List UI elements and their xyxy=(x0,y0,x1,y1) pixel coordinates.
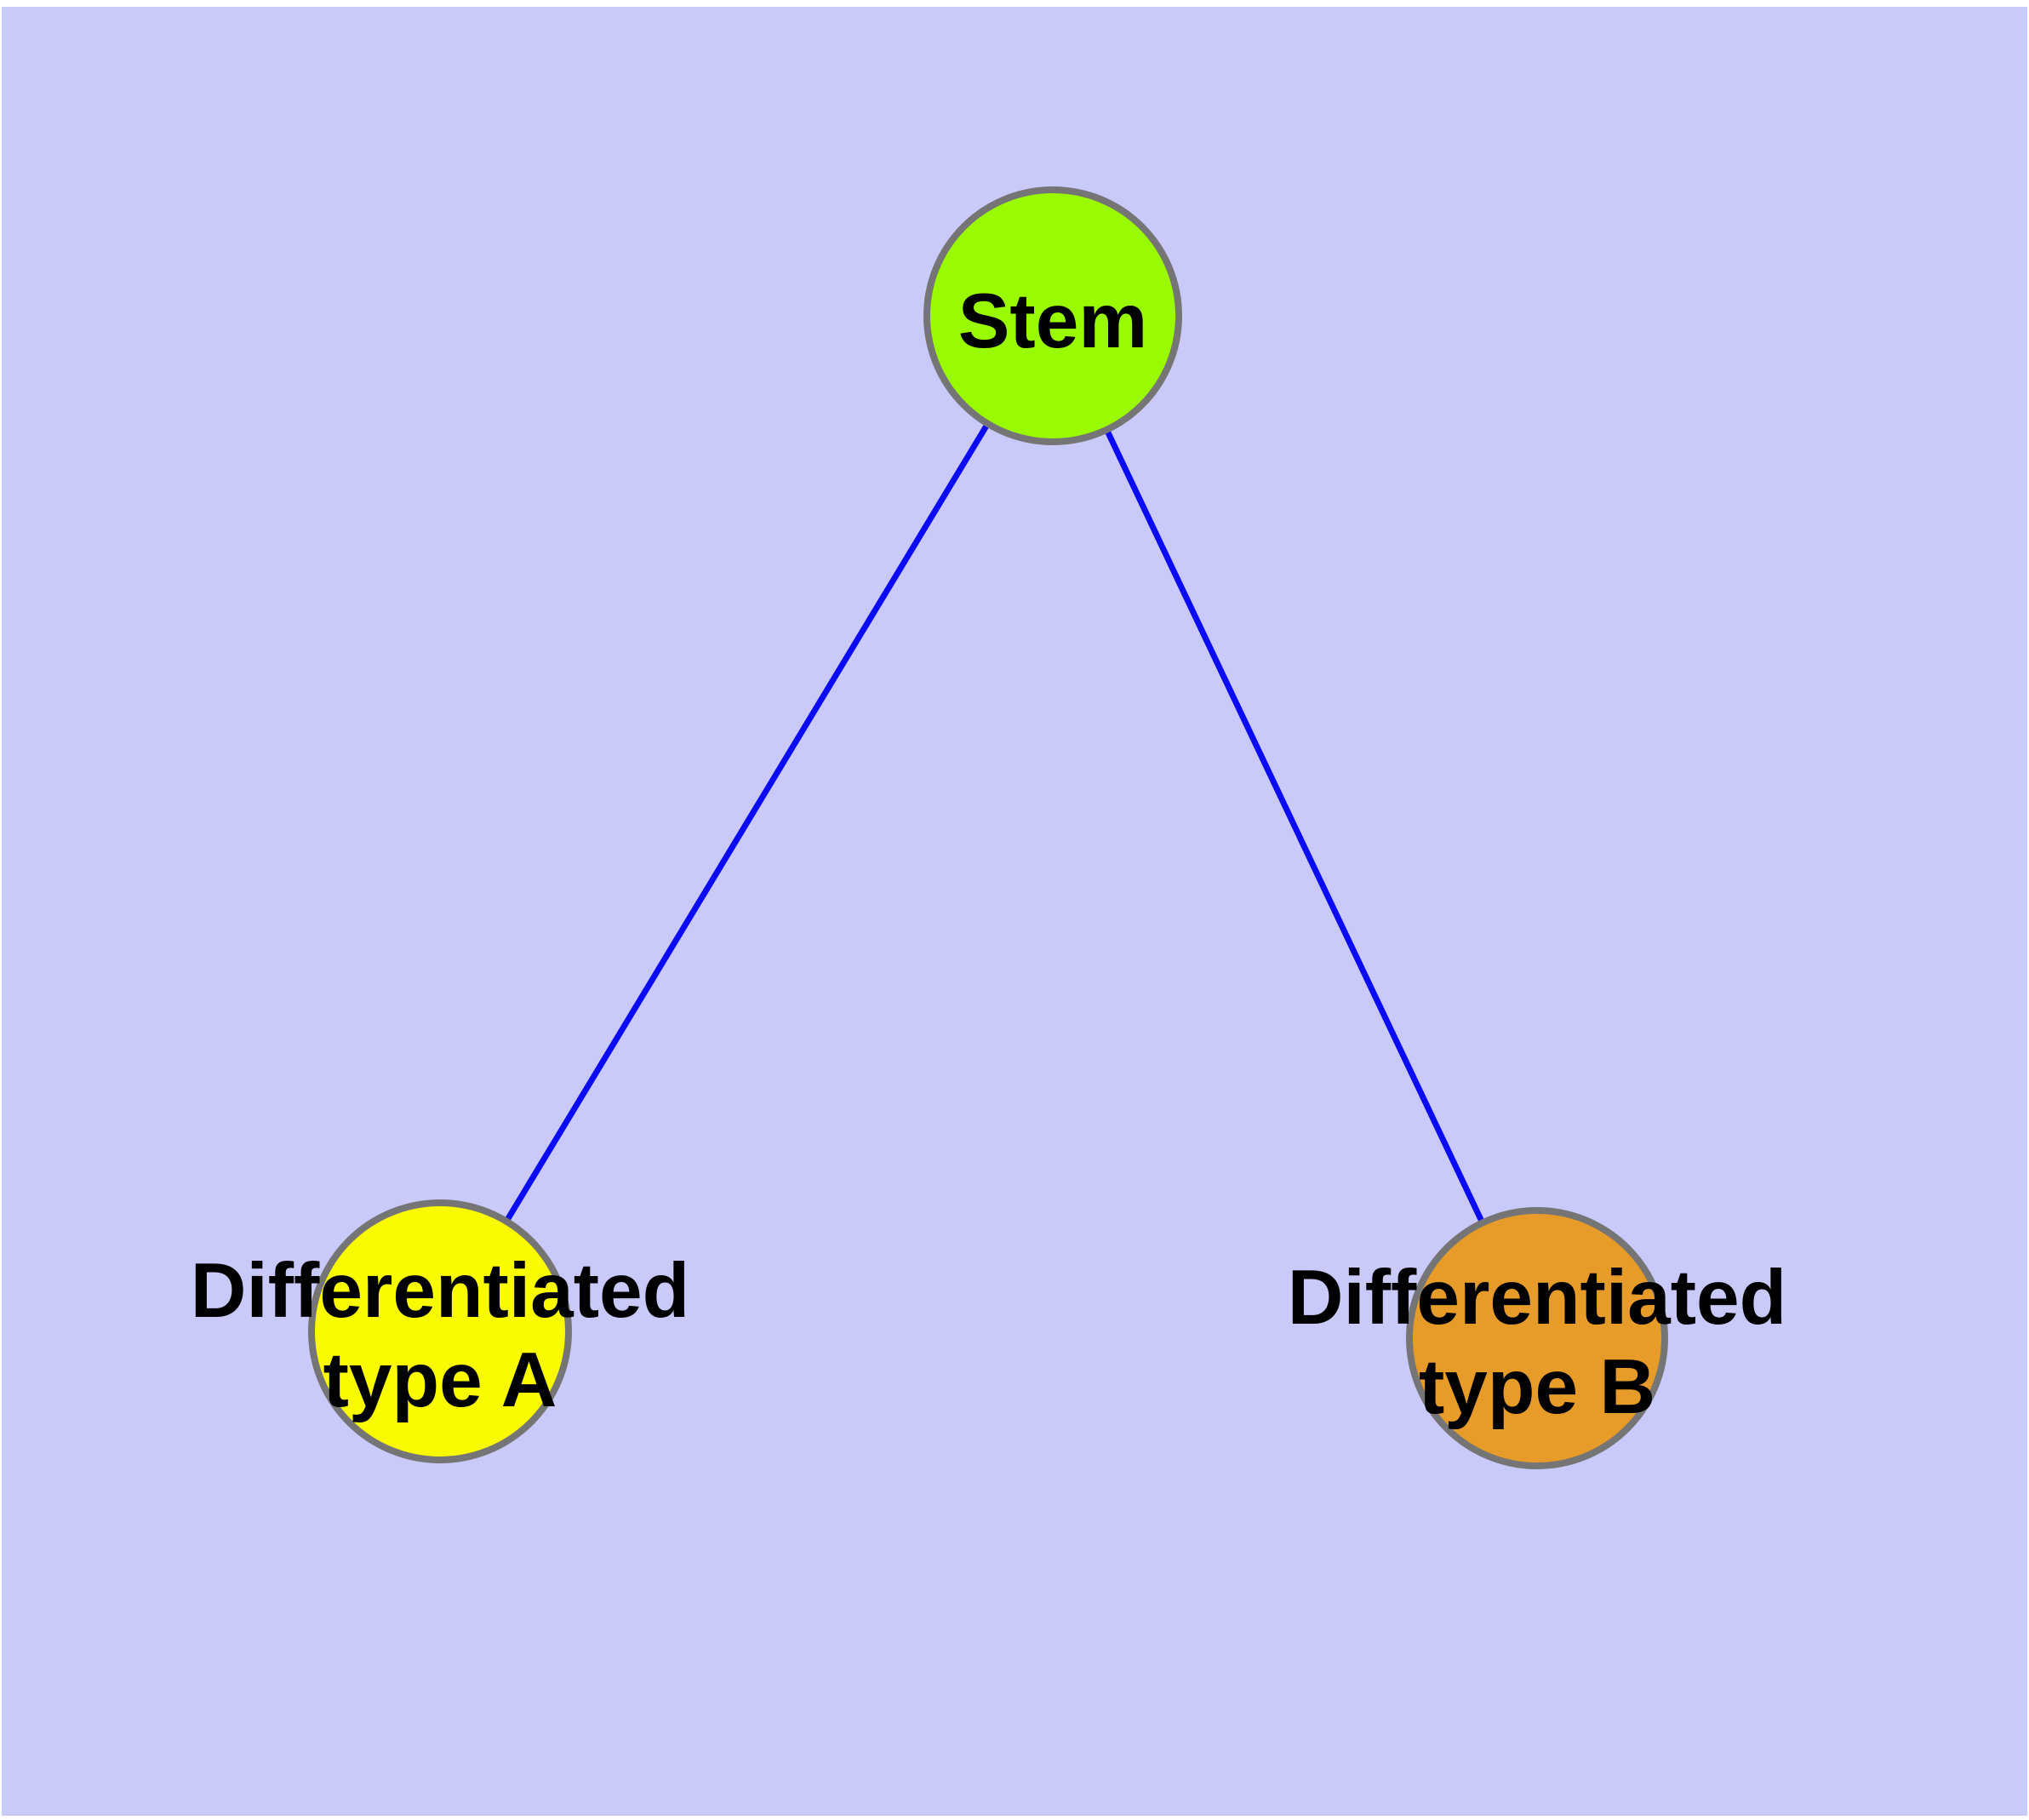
node-differentiated-type-a-label-line2: type A xyxy=(323,1337,557,1423)
node-differentiated-type-b: Differentiated type B xyxy=(1288,1207,1787,1469)
edge-stem-to-type-a xyxy=(437,314,1055,1333)
node-stem: Stem xyxy=(923,186,1182,445)
node-stem-label: Stem xyxy=(958,278,1148,364)
node-differentiated-type-b-label-line1: Differentiated xyxy=(1288,1255,1787,1341)
node-differentiated-type-b-circle xyxy=(1406,1207,1668,1469)
node-stem-circle xyxy=(923,186,1182,445)
edge-stem-to-type-b xyxy=(1049,314,1540,1340)
node-differentiated-type-a: Differentiated type A xyxy=(191,1199,690,1463)
node-differentiated-type-b-label-line2: type B xyxy=(1419,1344,1655,1430)
node-differentiated-type-a-circle xyxy=(308,1199,572,1463)
node-differentiated-type-a-label-line1: Differentiated xyxy=(191,1248,690,1334)
